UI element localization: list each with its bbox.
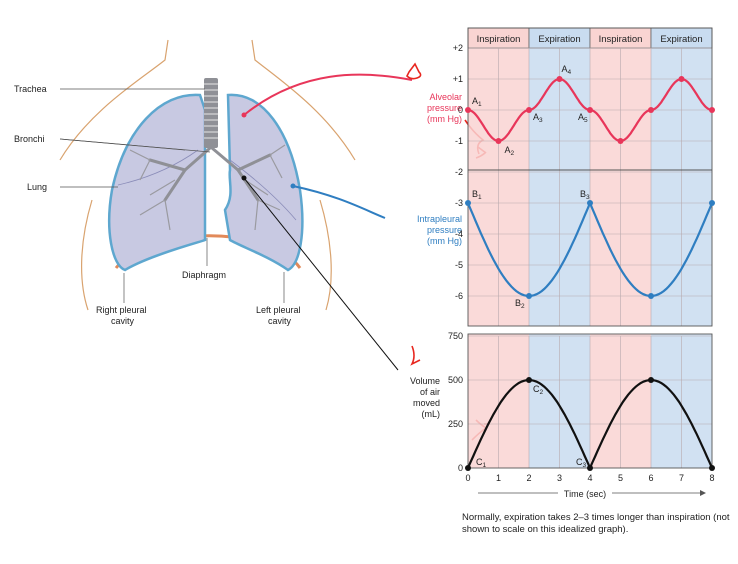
series-point-alveolar-8: [709, 107, 715, 113]
lung-illustration: [59, 39, 413, 371]
svg-text:Alveolar: Alveolar: [429, 92, 462, 102]
series-point-intrapleural-0: [465, 200, 471, 206]
point-label-A4: A4: [562, 64, 572, 76]
volume-label: Volume of air moved (mL): [410, 376, 440, 419]
series-point-alveolar-2: [526, 107, 532, 113]
ytick-pressure-2: 0: [458, 105, 463, 115]
point-label-B2: B2: [515, 298, 525, 310]
svg-text:Intrapleural: Intrapleural: [417, 214, 462, 224]
point-label-sub-B2: 2: [521, 303, 525, 310]
footnote: Normally, expiration takes 2–3 times lon…: [462, 512, 730, 535]
label-left-pleural-1: Left pleural: [256, 305, 301, 315]
series-point-volume-3: [648, 377, 654, 383]
ytick-volume-3: 0: [458, 463, 463, 473]
point-label-A2: A2: [505, 145, 515, 157]
ytick-pressure-6: -4: [455, 229, 463, 239]
point-label-C3: C3: [576, 457, 587, 469]
svg-text:(mm Hg): (mm Hg): [427, 236, 462, 246]
series-point-alveolar-4: [587, 107, 593, 113]
label-right-pleural-1: Right pleural: [96, 305, 147, 315]
series-point-alveolar-3: [556, 76, 563, 82]
point-label-A1: A1: [472, 96, 482, 108]
series-point-volume-0: [465, 465, 471, 471]
series-point-alveolar-0: [465, 107, 471, 113]
point-label-sub-C1: 1: [483, 462, 487, 469]
point-label-A5: A5: [578, 112, 588, 124]
series-point-alveolar-5: [617, 138, 624, 144]
svg-text:pressure: pressure: [427, 225, 462, 235]
ytick-volume-2: 250: [448, 419, 463, 429]
xtick-5: 5: [618, 473, 623, 483]
phase-label-1: Expiration: [538, 34, 580, 45]
phase-label-2: Inspiration: [599, 34, 643, 45]
alveolar-label: Alveolar pressure (mm Hg): [427, 92, 462, 124]
point-label-C1: C1: [476, 457, 487, 469]
svg-text:of air: of air: [420, 387, 440, 397]
point-label-sub-B3: 3: [586, 194, 590, 201]
xtick-6: 6: [648, 473, 653, 483]
phase-label-0: Inspiration: [477, 34, 521, 45]
ytick-pressure-5: -3: [455, 198, 463, 208]
series-point-intrapleural-3: [648, 293, 654, 299]
series-point-alveolar-6: [648, 107, 654, 113]
point-label-sub-A4: 4: [568, 69, 572, 76]
point-label-sub-A2: 2: [511, 150, 515, 157]
svg-text:(mm Hg): (mm Hg): [427, 114, 462, 124]
point-label-sub-B1: 1: [478, 194, 482, 201]
label-bronchi: Bronchi: [14, 134, 45, 144]
point-label-sub-C3: 3: [583, 462, 587, 469]
ytick-volume-1: 500: [448, 375, 463, 385]
point-label-sub-A3: 3: [539, 117, 543, 124]
point-label-sub-A1: 1: [478, 101, 482, 108]
series-point-intrapleural-2: [587, 200, 593, 206]
intrapleural-label: Intrapleural pressure (mm Hg): [417, 214, 462, 246]
ytick-pressure-0: +2: [453, 43, 463, 53]
point-label-B3: B3: [580, 189, 590, 201]
label-trachea: Trachea: [14, 84, 47, 94]
ytick-pressure-4: -2: [455, 167, 463, 177]
ytick-pressure-3: -1: [455, 136, 463, 146]
point-label-A3: A3: [533, 112, 543, 124]
xtick-4: 4: [587, 473, 592, 483]
point-label-sub-A5: 5: [584, 117, 588, 124]
series-point-intrapleural-1: [526, 293, 532, 299]
phase-label-3: Expiration: [660, 34, 702, 45]
svg-text:Volume: Volume: [410, 376, 440, 386]
label-diaphragm: Diaphragm: [182, 270, 226, 280]
xtick-0: 0: [465, 473, 470, 483]
xtick-8: 8: [709, 473, 714, 483]
x-axis-label: Time (sec): [564, 489, 606, 499]
point-label-C2: C2: [533, 384, 544, 396]
svg-text:moved: moved: [413, 398, 440, 408]
svg-text:(mL): (mL): [422, 409, 441, 419]
series-point-intrapleural-4: [709, 200, 715, 206]
xtick-1: 1: [496, 473, 501, 483]
ytick-pressure-7: -5: [455, 260, 463, 270]
label-left-pleural-2: cavity: [268, 316, 292, 326]
series-point-alveolar-1: [495, 138, 502, 144]
point-label-B1: B1: [472, 189, 482, 201]
xtick-2: 2: [526, 473, 531, 483]
xtick-7: 7: [679, 473, 684, 483]
label-right-pleural-2: cavity: [111, 316, 135, 326]
ytick-pressure-8: -6: [455, 291, 463, 301]
series-point-volume-4: [709, 465, 715, 471]
time-arrow-head: [700, 490, 706, 496]
series-point-volume-1: [526, 377, 532, 383]
label-lung: Lung: [27, 182, 47, 192]
chart-layer: Inspiration Expiration Inspiration Expirati…: [448, 27, 715, 499]
svg-text:pressure: pressure: [427, 103, 462, 113]
series-point-volume-2: [587, 465, 593, 471]
point-label-sub-C2: 2: [540, 389, 544, 396]
series-point-alveolar-7: [678, 76, 685, 82]
xtick-3: 3: [557, 473, 562, 483]
ytick-volume-0: 750: [448, 331, 463, 341]
frame-pressure: [467, 27, 713, 327]
ytick-pressure-1: +1: [453, 74, 463, 84]
